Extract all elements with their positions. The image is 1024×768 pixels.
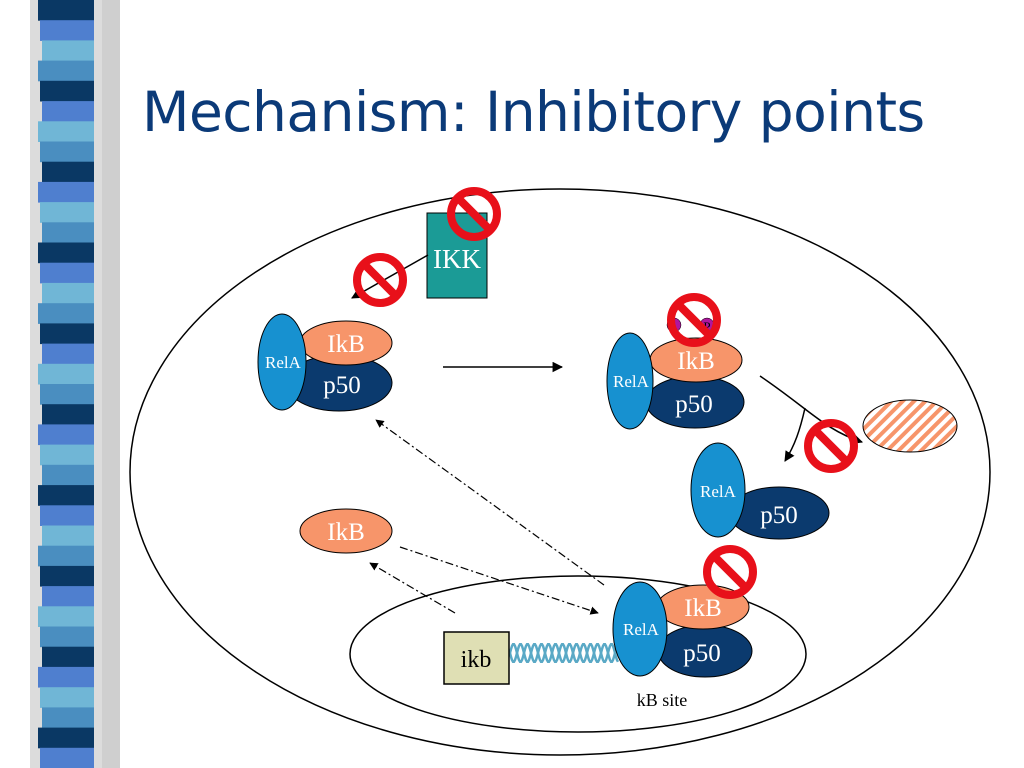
sidebar-stripe [40, 384, 94, 405]
ikb-label-2: IkB [677, 348, 715, 375]
export-arrow [375, 419, 605, 586]
inhibit-icon-degradation [804, 419, 858, 473]
sidebar-stripe [42, 464, 94, 486]
nfkb-free: RelA p50 [690, 442, 830, 540]
sidebar-stripe [40, 202, 94, 223]
import-arrow [399, 546, 599, 615]
ikb-label-4: IkB [684, 595, 722, 622]
inhibit-icon-phosphorylation [667, 293, 721, 347]
gene-label: ikb [461, 647, 492, 673]
sidebar-stripe [40, 262, 94, 284]
p50-label-3: p50 [760, 502, 798, 529]
sidebar-stripe [40, 626, 94, 648]
sidebar-stripe [42, 404, 94, 425]
ikk-label: IKK [433, 244, 481, 274]
cell-membrane [129, 188, 991, 756]
slide-title: Mechanism: Inhibitory points [142, 80, 925, 144]
rela-label-2: RelA [613, 372, 650, 391]
sidebar-stripe [40, 141, 94, 163]
inhibit-icon-ikk [447, 187, 501, 241]
sidebar-stripe [38, 60, 94, 82]
sidebar-stripe [42, 161, 94, 183]
translation-arrow [369, 562, 456, 614]
nucleus [349, 575, 807, 733]
kb-site-label: kB site [637, 690, 688, 710]
sidebar-stripe [40, 565, 94, 587]
sidebar-stripe [42, 525, 94, 547]
sidebar-stripe [42, 646, 94, 668]
ikb-gene: ikb [443, 631, 510, 685]
sidebar-stripe [40, 747, 94, 768]
sidebar-stripe [38, 181, 94, 203]
sidebar-stripes [30, 0, 120, 768]
sidebar-stripe [38, 606, 94, 627]
p50-label-4: p50 [683, 640, 721, 667]
sidebar-stripe [38, 545, 94, 567]
sidebar-stripe [40, 687, 94, 708]
inhibit-icon-activation [353, 253, 407, 307]
sidebar-stripe [38, 363, 94, 385]
sidebar-stripe [38, 424, 94, 446]
sidebar-stripe [42, 343, 94, 365]
sidebar-stripe [42, 282, 94, 304]
release-arrow [784, 407, 806, 462]
inhibit-symbols [353, 187, 858, 599]
degraded-ikb [862, 399, 958, 453]
phospho-label: P [703, 319, 710, 334]
sidebar-stripe [40, 323, 94, 345]
sidebar-stripe [42, 101, 94, 122]
dashed-arrows [369, 419, 605, 615]
nfkb-complex-inactive: IkB RelA p50 [257, 313, 393, 412]
nfkb-complex-nuclear: IkB RelA p50 [612, 581, 753, 678]
rela-label-1: RelA [265, 353, 302, 372]
ikb-label-3: IkB [327, 519, 365, 546]
inhibit-icon-dna-binding [703, 545, 757, 599]
sidebar-stripe [38, 485, 94, 506]
sidebar-stripe [38, 303, 94, 324]
sidebar-stripe [42, 40, 94, 62]
ikb-label-1: IkB [327, 331, 365, 358]
sidebar-stripe [42, 707, 94, 729]
ikk-arrow [351, 254, 429, 299]
sidebar-stripe [38, 242, 94, 264]
p50-label-2: p50 [675, 391, 713, 418]
ikb-free: IkB [299, 508, 393, 554]
rela-label-3: RelA [700, 482, 737, 501]
sidebar-stripe [40, 444, 94, 466]
sidebar-stripe [40, 505, 94, 526]
sidebar-stripe [38, 0, 94, 21]
sidebar-stripe [38, 727, 94, 749]
sidebar-stripe [42, 586, 94, 607]
sidebar-stripe [38, 121, 94, 142]
sidebar-stripe [40, 80, 94, 102]
sidebar-stripe [42, 222, 94, 243]
sidebar-stripe [38, 666, 94, 688]
dna-helix [508, 642, 620, 664]
sidebar-stripe [40, 20, 94, 41]
rela-label-4: RelA [623, 620, 660, 639]
p50-label-1: p50 [323, 372, 361, 399]
